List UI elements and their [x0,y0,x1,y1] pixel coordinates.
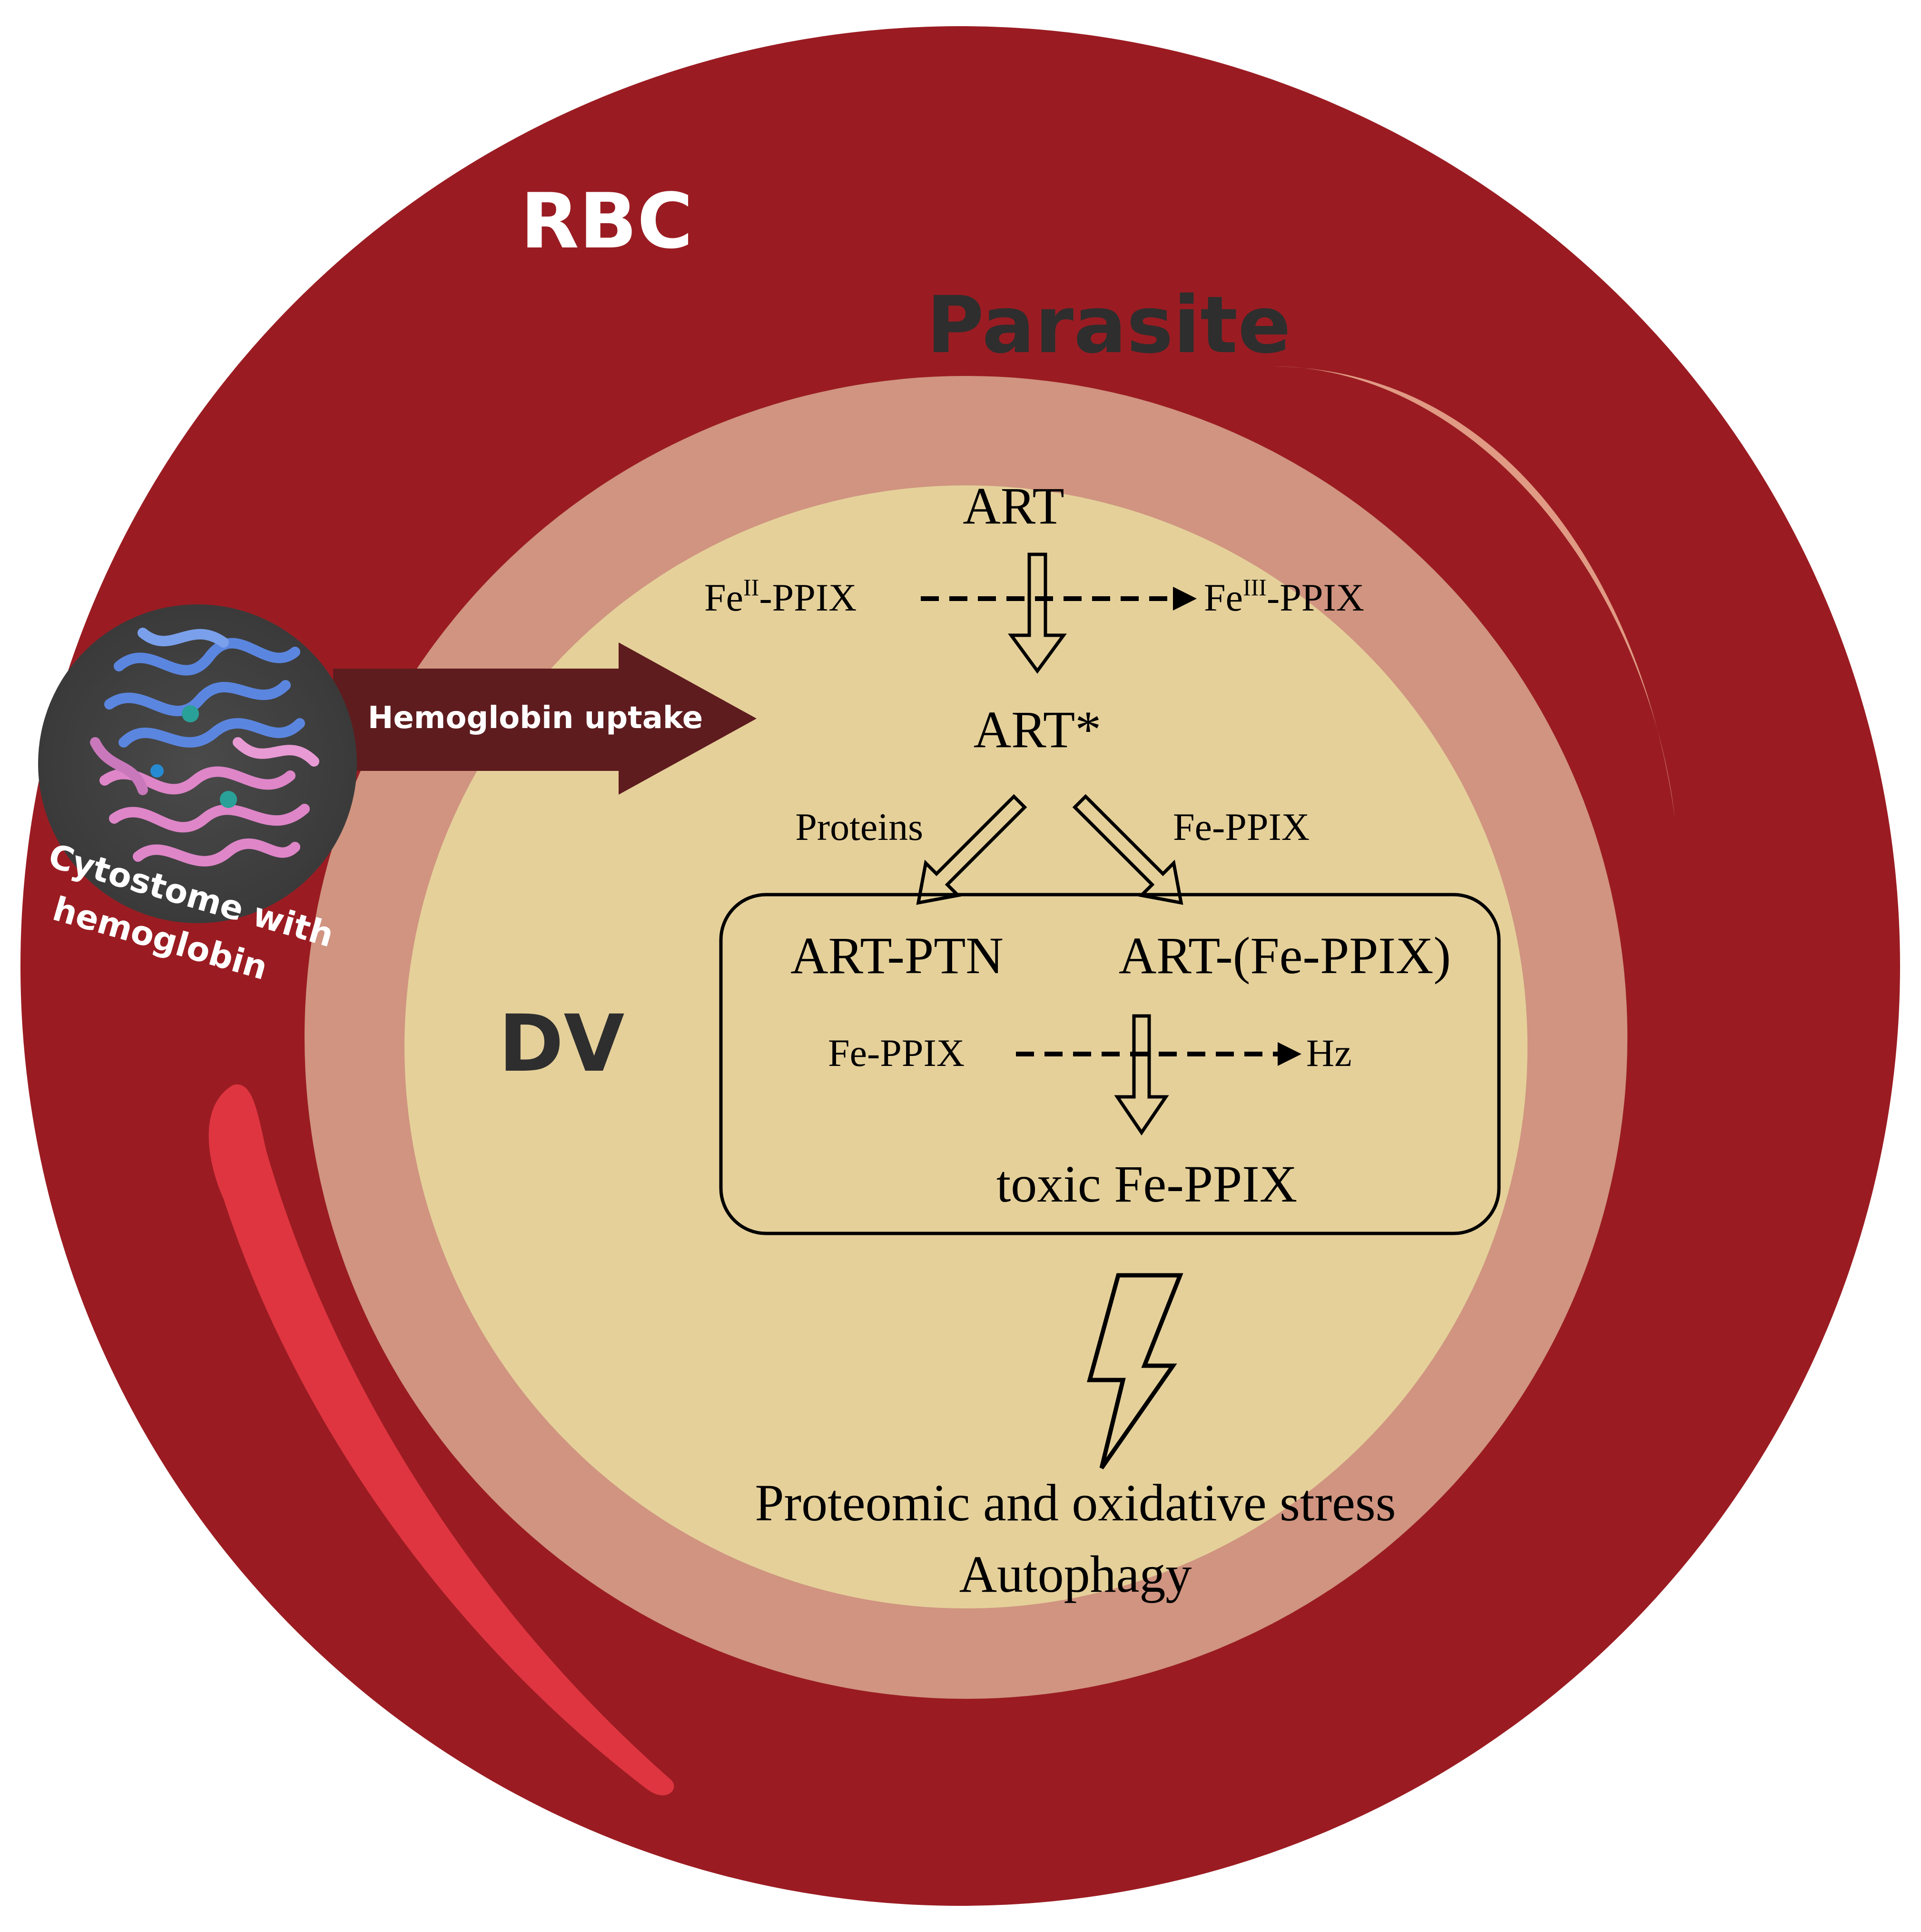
pathway: ART FeII-PPIX FeIII-PPIX ART* Proteins F… [704,477,1501,1603]
proteins-label: Proteins [795,805,923,848]
rbc-highlight [208,1084,674,1795]
art-activation-arrow [1008,552,1067,674]
fe2-ppix-label: FeII-PPIX [704,574,857,619]
lightning-bolt-icon [1087,1273,1183,1469]
dv-label: DV [499,998,625,1089]
hemoglobin-uptake-arrow [333,642,757,795]
proteins-branch-arrow [916,794,1027,905]
art-activated-label: ART* [974,700,1101,759]
outcome-line2: Autophagy [959,1545,1192,1603]
rbc-label: RBC [521,177,693,266]
toxic-arrow [1114,1014,1169,1136]
outcome-line1: Proteomic and oxidative stress [755,1474,1396,1532]
hemoglobin-uptake-label: Hemoglobin uptake [368,700,703,736]
fe-ppix-branch-arrow [1072,794,1183,905]
adduct-box [719,893,1501,1235]
fe-ppix-branch-label: Fe-PPIX [1173,805,1310,848]
cytostome: Cytostome with hemoglobin [38,604,357,987]
toxic-fe-ppix-label: toxic Fe-PPIX [996,1155,1298,1213]
digestive-vacuole [404,485,1527,1608]
art-ptn-label: ART-PTN [790,927,1004,985]
art-fe-ppix-label: ART-(Fe-PPIX) [1119,927,1451,985]
fe-ppix-label: Fe-PPIX [828,1031,965,1074]
art-label: ART [963,477,1064,535]
hemoglobin-structure-icon [90,628,319,867]
cytostome-circle [38,604,357,923]
fe3-ppix-label: FeIII-PPIX [1204,574,1364,619]
hz-label: Hz [1306,1031,1352,1074]
parasite-label: Parasite [926,279,1291,371]
